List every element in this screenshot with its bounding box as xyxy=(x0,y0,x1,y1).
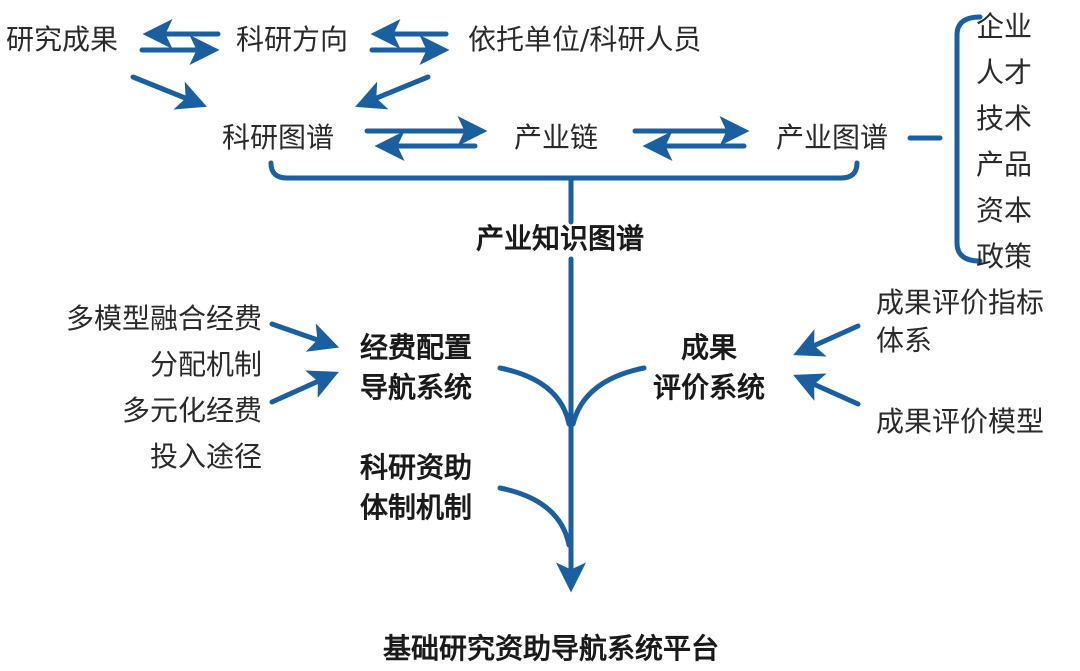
node-institutions-researchers: 依托单位/科研人员 xyxy=(468,23,702,56)
element-enterprise: 企业 xyxy=(976,10,1033,43)
arrow-model-to-evaluation xyxy=(793,373,861,407)
input-allocation-mechanism-line1: 多模型融合经费 xyxy=(65,302,262,335)
node-research-direction: 科研方向 xyxy=(236,23,349,56)
arrow-allocation-to-funding xyxy=(269,321,340,352)
node-industry-chain: 产业链 xyxy=(514,121,599,154)
arrow-channels-to-funding xyxy=(269,370,339,405)
node-evaluation-system: 成果 评价系统 xyxy=(644,328,774,408)
arrow-results-to-map xyxy=(130,74,207,110)
brace-industry-map-elements xyxy=(954,14,983,264)
evaluation-system-line2: 评价系统 xyxy=(652,371,765,404)
branch-funding-mechanism xyxy=(497,485,572,548)
industry-map-elements-list: 企业 人才 技术 产品 资本 政策 xyxy=(976,4,1032,280)
element-product: 产品 xyxy=(976,148,1033,181)
bracket-knowledge-graph xyxy=(268,160,860,181)
input-funding-channels-line1: 多元化经费 xyxy=(121,394,262,427)
node-platform: 基础研究资助导航系统平台 xyxy=(383,632,720,665)
element-technology: 技术 xyxy=(976,102,1033,135)
funding-inputs: 多模型融合经费 分配机制 多元化经费 投入途径 xyxy=(66,296,262,480)
arrow-institutions-to-map xyxy=(355,74,431,110)
funding-mechanism-line1: 科研资助 xyxy=(360,451,473,484)
node-funding-mechanism: 科研资助 体制机制 xyxy=(360,448,472,528)
element-policy: 政策 xyxy=(976,240,1033,273)
arrow-indicator-to-evaluation xyxy=(793,323,861,357)
funding-system-line1: 经费配置 xyxy=(360,331,473,364)
node-funding-navigation-system: 经费配置 导航系统 xyxy=(360,328,472,408)
input-funding-channels-line2: 投入途径 xyxy=(149,440,262,473)
funding-system-line2: 导航系统 xyxy=(360,371,473,404)
node-industry-knowledge-graph: 产业知识图谱 xyxy=(476,222,645,255)
element-capital: 资本 xyxy=(976,194,1033,227)
funding-mechanism-line2: 体制机制 xyxy=(360,491,473,524)
input-evaluation-indicator-system: 成果评价指标 体系 xyxy=(876,284,1044,360)
branch-funding-system xyxy=(497,365,572,427)
evaluation-system-line1: 成果 xyxy=(680,331,737,364)
node-research-map: 科研图谱 xyxy=(222,121,335,154)
indicator-line2: 体系 xyxy=(876,324,933,357)
input-evaluation-model: 成果评价模型 xyxy=(876,405,1045,438)
branch-evaluation-system xyxy=(570,365,647,427)
element-talent: 人才 xyxy=(976,56,1033,89)
input-allocation-mechanism-line2: 分配机制 xyxy=(149,348,262,381)
indicator-line1: 成果评价指标 xyxy=(876,286,1045,319)
node-research-results: 研究成果 xyxy=(6,23,119,56)
node-industry-map: 产业图谱 xyxy=(776,121,889,154)
